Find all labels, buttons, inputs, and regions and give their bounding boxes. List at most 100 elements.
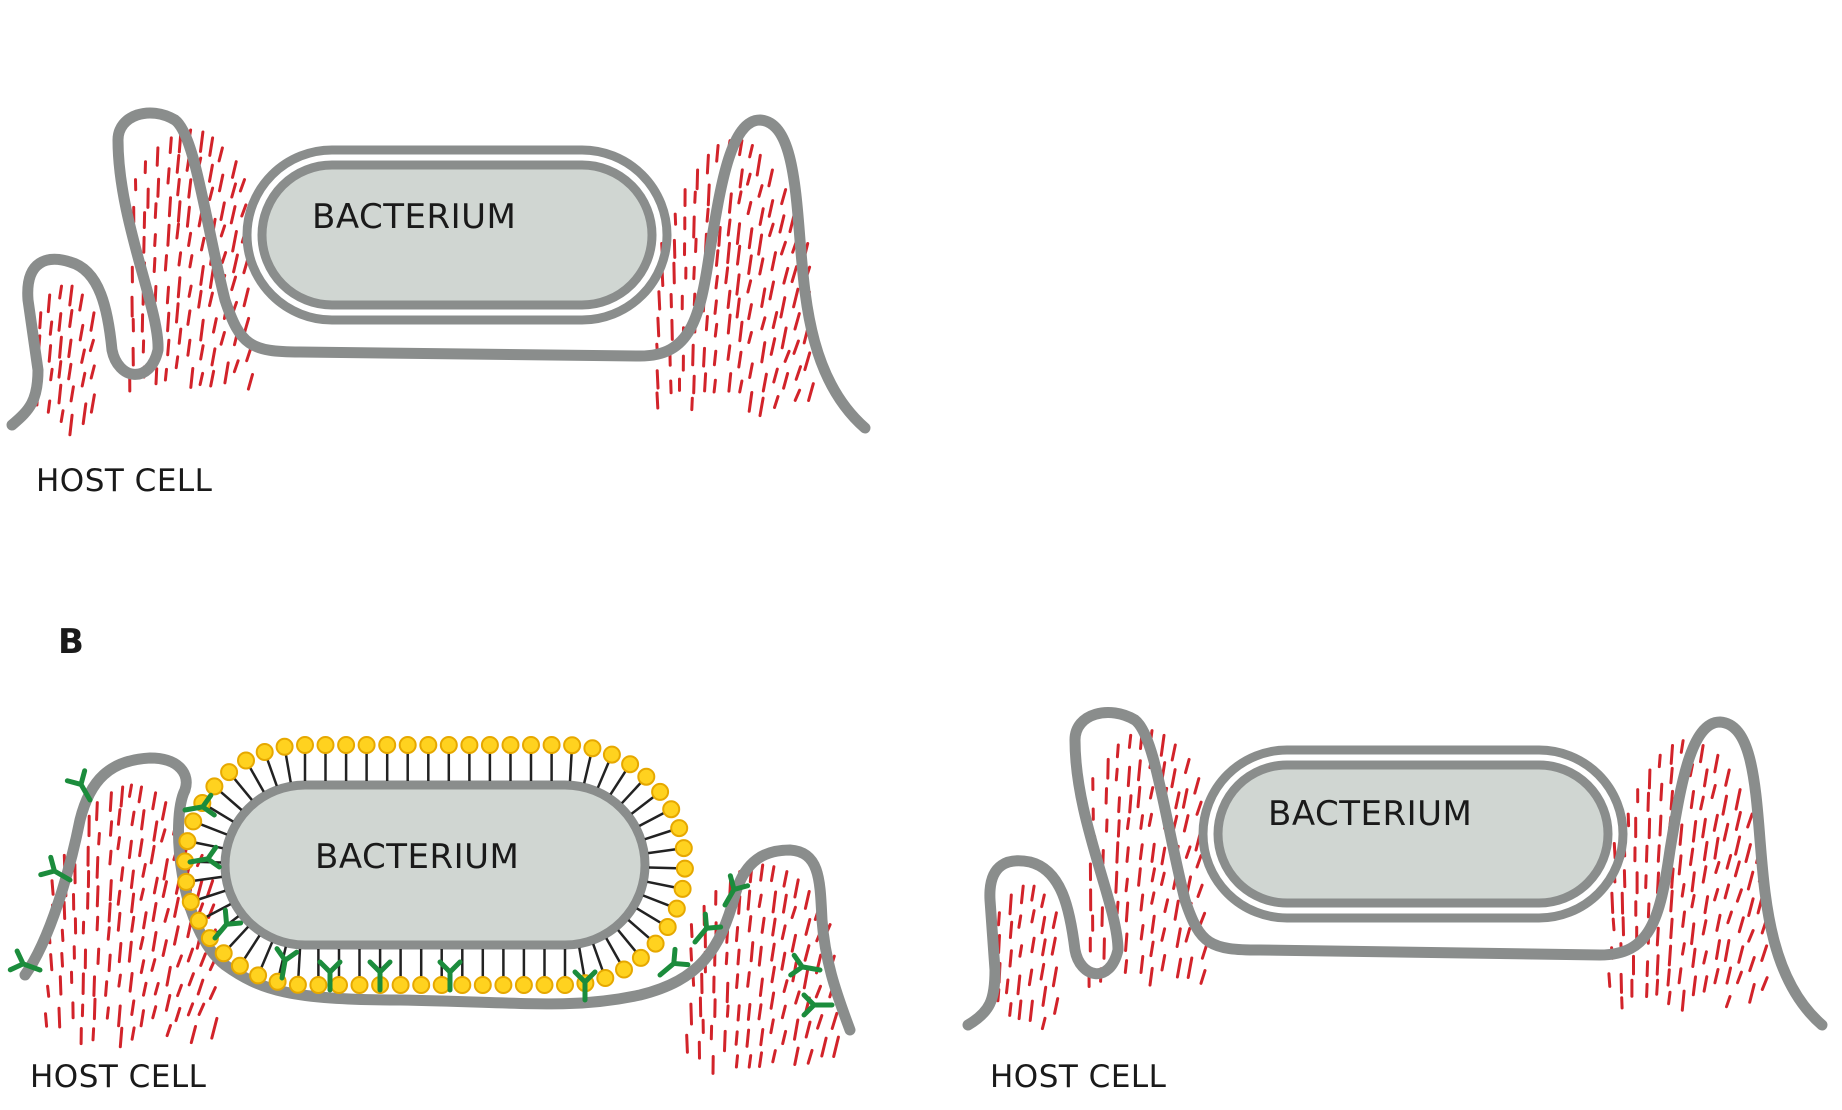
actin-filament (165, 965, 172, 987)
actin-filament (1713, 836, 1720, 860)
actin-filament (1136, 785, 1142, 809)
actin-filament (1721, 794, 1728, 816)
actin-filament (118, 1026, 124, 1049)
actin-filament (757, 184, 764, 198)
actin-filament (1196, 883, 1204, 898)
actin-filament (130, 810, 136, 827)
actin-filament (725, 1004, 730, 1018)
actin-filament (760, 341, 767, 364)
actin-filament (997, 911, 1001, 927)
lipid-head (189, 911, 208, 930)
actin-filament (1163, 898, 1170, 914)
actin-filament (1746, 812, 1754, 829)
actin-filament (46, 399, 52, 414)
actin-filament (232, 253, 239, 274)
actin-filament (1182, 814, 1190, 833)
actin-filament (758, 396, 765, 418)
actin-filament (1702, 950, 1708, 965)
actin-filament (734, 1054, 739, 1069)
lipid-tail (592, 943, 604, 971)
actin-filament (761, 372, 768, 393)
actin-filament (1669, 766, 1674, 785)
actin-filament (1175, 957, 1183, 979)
actin-filament (166, 223, 171, 247)
actin-filament (727, 372, 733, 393)
actin-filament (1050, 936, 1057, 956)
actin-filament (1723, 939, 1731, 962)
actin-filament (790, 905, 797, 920)
actin-filament (152, 257, 157, 273)
lipid-head (178, 832, 197, 851)
lipid-head (177, 872, 196, 891)
actin-filament (187, 231, 193, 247)
actin-filament (152, 876, 159, 895)
actin-filament (1160, 954, 1167, 972)
actin-filament (757, 945, 763, 967)
actin-filament (200, 236, 206, 252)
lipid-head (651, 782, 670, 801)
receptor-icon (317, 959, 343, 993)
actin-filament (245, 346, 253, 363)
actin-filament (737, 895, 742, 915)
actin-filament (108, 791, 113, 812)
lipid-head (316, 736, 335, 754)
actin-filament (782, 979, 789, 993)
actin-filament (116, 808, 122, 826)
actin-filament (57, 1006, 62, 1029)
actin-filament (806, 1048, 814, 1065)
actin-filament (154, 367, 159, 386)
lipid-head (542, 736, 561, 754)
actin-filament (1116, 819, 1121, 838)
actin-filament (1735, 888, 1743, 903)
actin-filament (1747, 897, 1755, 917)
actin-filament (230, 275, 237, 292)
actin-filament (1655, 926, 1660, 947)
actin-filament (139, 1009, 145, 1028)
actin-filament (160, 828, 167, 843)
actin-filament (1051, 911, 1058, 930)
actin-filament (105, 1006, 110, 1020)
actin-filament (747, 1054, 753, 1069)
actin-filament (176, 276, 182, 299)
actin-filament (199, 318, 205, 342)
actin-filament (1690, 871, 1696, 893)
actin-filament (38, 311, 43, 330)
actin-filament (1184, 757, 1191, 775)
actin-filament (1748, 983, 1756, 1004)
lipid-tail (617, 929, 637, 953)
actin-filament (1124, 877, 1129, 893)
actin-filament (1714, 860, 1721, 874)
actin-filament (830, 1011, 839, 1030)
actin-filament (151, 791, 158, 811)
actin-filament (153, 285, 158, 303)
actin-filament (769, 991, 776, 1010)
actin-filament (186, 309, 192, 326)
actin-filament (116, 911, 122, 932)
actin-filament (1666, 968, 1671, 987)
lipid-tail (648, 847, 677, 855)
actin-filament (68, 284, 74, 307)
actin-filament (790, 265, 798, 284)
actin-filament (726, 313, 732, 335)
actin-filament (1681, 942, 1686, 956)
actin-filament (141, 863, 147, 878)
actin-filament (1139, 955, 1145, 974)
actin-filament (757, 893, 763, 908)
actin-filament (689, 947, 693, 962)
actin-filament (1680, 989, 1686, 1012)
lipid-head (230, 956, 249, 975)
lipid-head (330, 976, 348, 994)
actin-filament (151, 1005, 158, 1020)
actin-filament (794, 365, 802, 381)
actin-filament (78, 323, 85, 342)
actin-filament (692, 374, 696, 395)
actin-filament (1160, 846, 1167, 866)
actin-filament (92, 975, 96, 997)
actin-filament (793, 388, 802, 402)
lipid-tail (596, 761, 610, 789)
lipid-head (337, 736, 356, 754)
actin-filament (1670, 867, 1675, 889)
actin-filament (1701, 865, 1708, 884)
top-actin-left-small (35, 284, 96, 437)
